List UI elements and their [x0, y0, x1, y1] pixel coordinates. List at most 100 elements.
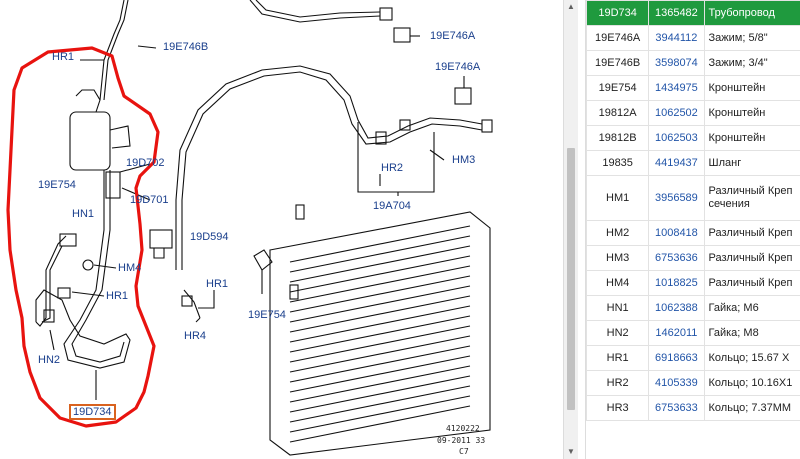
- cell-code: HM3: [586, 245, 650, 271]
- cell-code: HR3: [586, 395, 650, 421]
- pipe-fitting-top: [379, 7, 393, 21]
- callout-19d702[interactable]: 19D702: [126, 157, 165, 169]
- cell-part-number-link[interactable]: 1062503: [648, 125, 705, 151]
- diagram-scrollbar[interactable]: ▲ ▼: [563, 0, 578, 459]
- cell-code: 19E746A: [586, 25, 650, 51]
- callout-hr2[interactable]: HR2: [381, 162, 404, 174]
- cell-part-number-link[interactable]: 6753636: [648, 245, 705, 271]
- callout-19e754-left[interactable]: 19E754: [38, 179, 76, 191]
- cell-code: HN1: [586, 295, 650, 321]
- cell-part-number-link[interactable]: 6918663: [648, 345, 705, 371]
- cell-part-number-link[interactable]: 4419437: [648, 150, 705, 176]
- drawing-number: 4120222: [446, 424, 480, 433]
- callout-19e746a-2[interactable]: 19E746A: [435, 61, 481, 73]
- cell-part-number-link[interactable]: 3956589: [648, 175, 705, 221]
- pipe-fitting-right: [481, 119, 493, 133]
- scroll-down-arrow-icon[interactable]: ▼: [567, 447, 575, 456]
- callout-19a704[interactable]: 19A704: [373, 200, 411, 212]
- cell-part-number-link[interactable]: 1008418: [648, 220, 705, 246]
- cell-description: Кольцо; 10.16X1: [703, 370, 800, 396]
- cell-part-number-link[interactable]: 1365482: [648, 0, 705, 26]
- cell-description: Шланг: [703, 150, 800, 176]
- cell-code: HN2: [586, 320, 650, 346]
- callout-19d734[interactable]: 19D734: [69, 404, 116, 420]
- cell-code: 19D734: [586, 0, 650, 26]
- pipe-top-left: [99, 0, 125, 101]
- callout-19e754-right[interactable]: 19E754: [248, 309, 286, 321]
- callout-hn1[interactable]: HN1: [72, 208, 95, 220]
- clamp-19e746a-2: [454, 87, 472, 105]
- cell-part-number-link[interactable]: 4105339: [648, 370, 705, 396]
- cell-description: Различный Креп сечения: [703, 175, 800, 221]
- callout-hm3[interactable]: HM3: [452, 154, 476, 166]
- cell-description: Кронштейн: [703, 100, 800, 126]
- cell-code: 19812A: [586, 100, 650, 126]
- cell-part-number-link[interactable]: 3598074: [648, 50, 705, 76]
- cell-code: 19E746B: [586, 50, 650, 76]
- cell-part-number-link[interactable]: 3944112: [648, 25, 705, 51]
- cell-code: HM2: [586, 220, 650, 246]
- bracket-19e754: [253, 249, 273, 271]
- cell-description: Различный Креп: [703, 220, 800, 246]
- callout-hr4[interactable]: HR4: [184, 330, 207, 342]
- drawing-date: 09-2011 33: [437, 436, 486, 445]
- cell-code: HR2: [586, 370, 650, 396]
- cell-code: 19835: [586, 150, 650, 176]
- valve-19d701: [105, 171, 121, 199]
- callout-19e746b[interactable]: 19E746B: [163, 41, 209, 53]
- cell-code: HR1: [586, 345, 650, 371]
- cell-part-number-link[interactable]: 1062502: [648, 100, 705, 126]
- cell-description: Зажим; 5/8": [703, 25, 800, 51]
- scroll-thumb[interactable]: [567, 148, 575, 410]
- cell-description: Различный Креп: [703, 245, 800, 271]
- cell-part-number-link[interactable]: 1062388: [648, 295, 705, 321]
- pipe-19a704: [175, 65, 483, 270]
- cell-description: Различный Креп: [703, 270, 800, 296]
- receiver-drier: [69, 111, 111, 171]
- cell-description: Кронштейн: [703, 75, 800, 101]
- callout-hn2[interactable]: HN2: [38, 354, 61, 366]
- callout-hr1-mid[interactable]: HR1: [106, 290, 129, 302]
- cell-part-number-link[interactable]: 1434975: [648, 75, 705, 101]
- cell-part-number-link[interactable]: 1462011: [648, 320, 705, 346]
- cell-part-number-link[interactable]: 6753633: [648, 395, 705, 421]
- callout-19d701[interactable]: 19D701: [130, 194, 169, 206]
- callout-hm4[interactable]: HM4: [118, 262, 142, 274]
- scroll-up-arrow-icon[interactable]: ▲: [567, 2, 575, 11]
- callout-hr1-top[interactable]: HR1: [52, 51, 75, 63]
- cell-description: Трубопровод: [703, 0, 800, 26]
- callout-hr1-right[interactable]: HR1: [206, 278, 229, 290]
- ac-line-drawing: [6, 0, 493, 456]
- cell-description: Кольцо; 7.37MM: [703, 395, 800, 421]
- cell-code: 19812B: [586, 125, 650, 151]
- cell-description: Кронштейн: [703, 125, 800, 151]
- cell-code: HM4: [586, 270, 650, 296]
- cell-code: HM1: [586, 175, 650, 221]
- callout-19e746a-1[interactable]: 19E746A: [430, 30, 476, 42]
- cell-part-number-link[interactable]: 1018825: [648, 270, 705, 296]
- cell-description: Кольцо; 15.67 X: [703, 345, 800, 371]
- callout-19d594[interactable]: 19D594: [190, 231, 229, 243]
- clamp-19e746a-1: [393, 27, 411, 43]
- drawing-revision: C7: [459, 447, 469, 456]
- cell-description: Гайка; M8: [703, 320, 800, 346]
- parts-diagram: HR1 19E746B 19E746A 19E746A 19D702 19E75…: [6, 0, 493, 456]
